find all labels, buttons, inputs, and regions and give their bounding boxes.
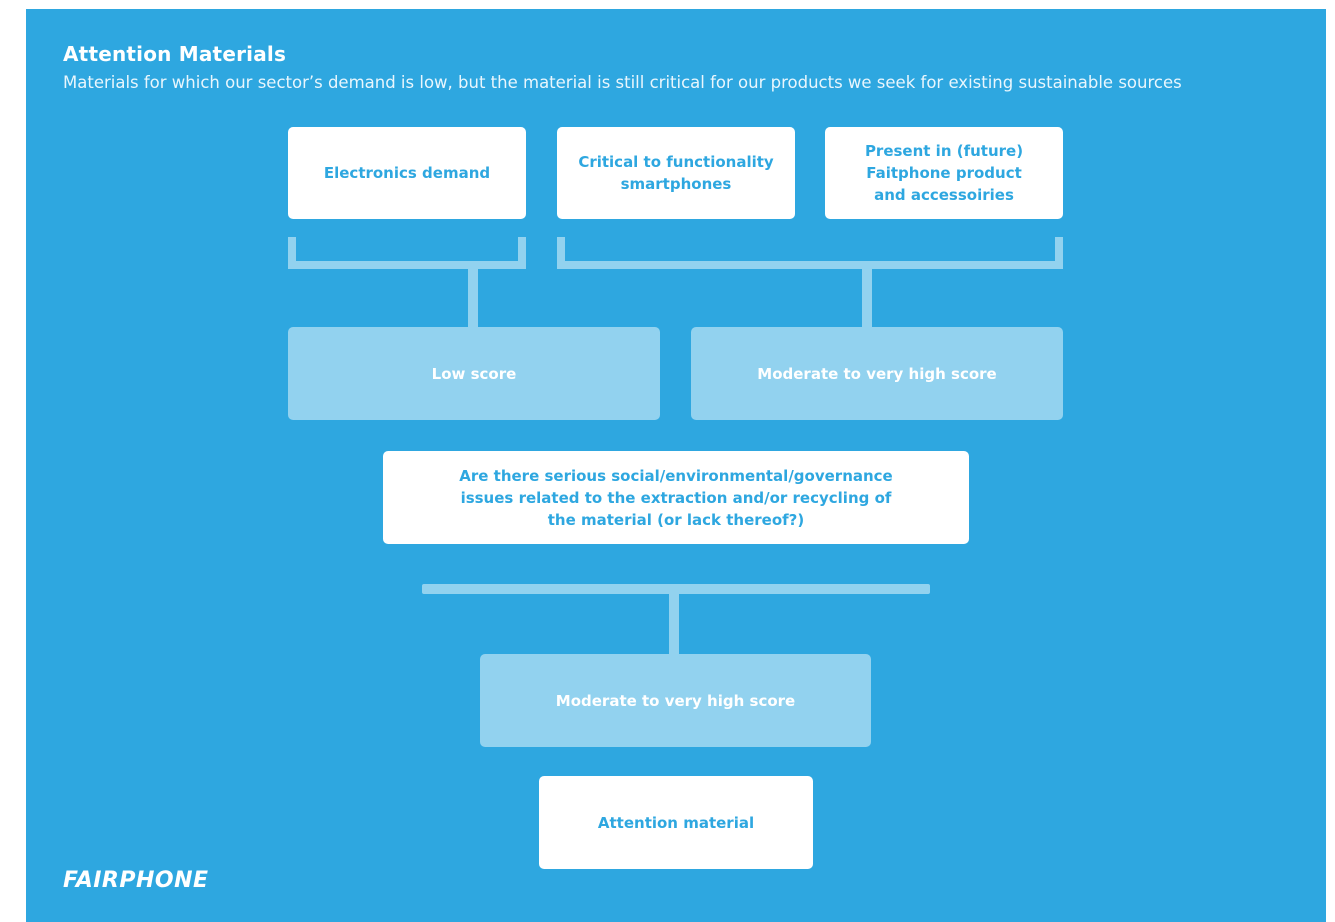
question-box: Are there serious social/environmental/g… <box>383 451 969 544</box>
bracket-left-connector <box>288 237 296 269</box>
page-subtitle: Materials for which our sector’s demand … <box>63 73 1182 92</box>
bracket-left-connector <box>288 261 526 269</box>
criterion-electronics-demand: Electronics demand <box>288 127 526 219</box>
low-score-box: Low score <box>288 327 660 420</box>
bracket-right-connector <box>862 269 872 327</box>
bracket-right-connector <box>1055 237 1063 269</box>
question-connector <box>422 584 930 594</box>
moderate-high-score-box: Moderate to very high score <box>691 327 1063 420</box>
question-score-box: Moderate to very high score <box>480 654 871 747</box>
bracket-left-connector <box>468 269 478 327</box>
criterion-critical-functionality: Critical to functionality smartphones <box>557 127 795 219</box>
criterion-present-in-product: Present in (future) Faitphone product an… <box>825 127 1063 219</box>
diagram-slide: Attention Materials Materials for which … <box>26 9 1326 922</box>
bracket-left-connector <box>518 237 526 269</box>
result-box: Attention material <box>539 776 813 869</box>
brand-logo: FAIRPHONE <box>63 868 209 893</box>
bracket-right-connector <box>557 237 565 269</box>
page-title: Attention Materials <box>63 42 287 66</box>
question-connector <box>669 594 679 654</box>
bracket-right-connector <box>557 261 1063 269</box>
